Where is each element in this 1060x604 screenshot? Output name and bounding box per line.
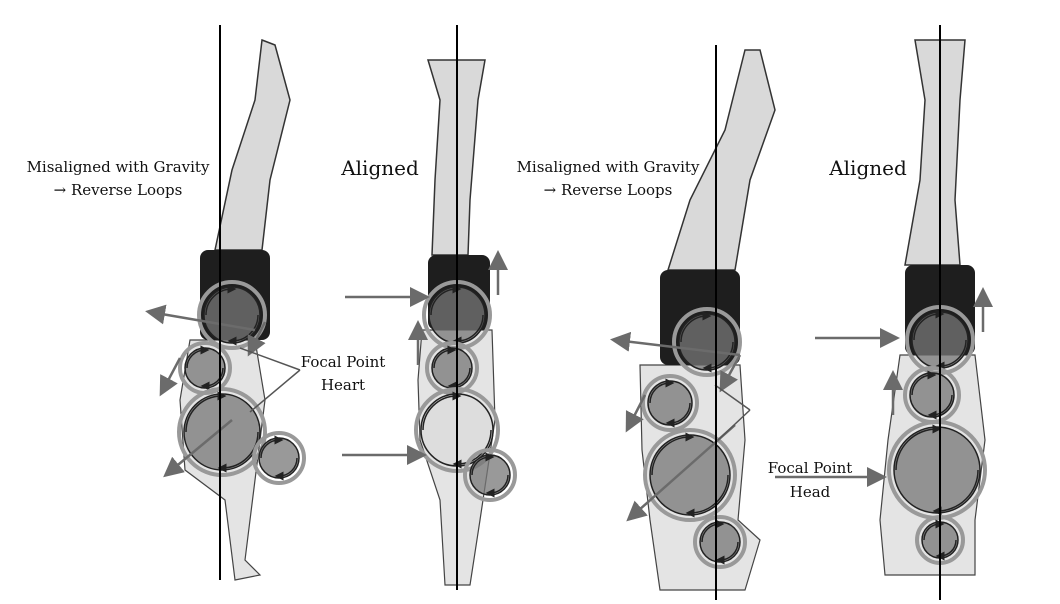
- focal-point-head-label: Focal Point: [768, 459, 853, 477]
- energy-circle: [678, 313, 736, 371]
- force-arrow-icon: [625, 394, 647, 433]
- loop-arrow-icon: [447, 367, 471, 391]
- energy-circle: [431, 347, 473, 389]
- loop-arrow-icon: [702, 341, 734, 373]
- energy-circle: [649, 434, 731, 516]
- legs-3: [666, 49, 776, 271]
- loop-arrow-icon: [205, 284, 237, 316]
- focal-pointer-line: [239, 347, 301, 371]
- loop-arrow-icon: [260, 435, 284, 459]
- loop-arrow-icon: [274, 457, 298, 481]
- loop-arrow-icon: [452, 429, 492, 469]
- energy-circle: [647, 380, 693, 426]
- energy-circle: [699, 521, 741, 563]
- focal-pointer-line: [249, 369, 301, 413]
- force-arrow-icon: [626, 424, 736, 522]
- force-arrow-icon: [145, 304, 256, 332]
- focal-pointer-line: [714, 384, 751, 411]
- force-arrow-icon: [163, 419, 233, 478]
- energy-circle-ring: [641, 374, 699, 432]
- caption-misaligned-1: Misaligned with Gravity: [27, 158, 210, 176]
- loop-arrow-icon: [913, 309, 945, 341]
- energy-circle-ring: [252, 431, 306, 485]
- caption-reverse-loops-1: → Reverse Loops: [54, 181, 183, 199]
- force-arrow-icon: [247, 321, 267, 357]
- caption-misaligned-2: Misaligned with Gravity: [517, 158, 700, 176]
- loop-arrow-icon: [932, 469, 979, 516]
- focal-point-head-sub: Head: [790, 483, 831, 501]
- energy-circle-ring: [177, 387, 267, 477]
- loop-arrow-icon: [185, 391, 227, 433]
- force-arrow-icon: [610, 331, 741, 357]
- energy-circle: [258, 437, 300, 479]
- loop-arrow-icon: [217, 431, 259, 473]
- legs-4: [904, 39, 966, 266]
- loop-arrow-icon: [895, 424, 942, 471]
- loop-arrow-icon: [701, 519, 725, 543]
- focal-pointer-line: [717, 409, 751, 441]
- loop-arrow-icon: [227, 314, 259, 346]
- loop-arrow-icon: [471, 452, 495, 476]
- loop-arrow-icon: [651, 432, 695, 476]
- loop-arrow-icon: [422, 391, 462, 431]
- loop-arrow-icon: [430, 284, 462, 316]
- energy-circle-ring: [672, 307, 742, 377]
- energy-circle: [469, 454, 511, 496]
- caption-reverse-loops-2: → Reverse Loops: [544, 181, 673, 199]
- energy-circle-ring: [643, 428, 737, 522]
- loop-arrow-icon: [715, 541, 739, 565]
- loop-arrow-icon: [927, 394, 953, 420]
- loop-arrow-icon: [186, 345, 210, 369]
- legs-1: [214, 38, 291, 251]
- focal-point-heart-sub: Heart: [321, 376, 365, 394]
- energy-circle: [909, 372, 955, 418]
- loop-arrow-icon: [935, 539, 957, 561]
- energy-circle-ring: [197, 280, 267, 350]
- loop-arrow-icon: [911, 370, 937, 396]
- loop-arrow-icon: [923, 519, 945, 541]
- energy-circle: [203, 286, 261, 344]
- loop-arrow-icon: [935, 339, 967, 371]
- energy-circle-ring: [425, 341, 479, 395]
- energy-circle-ring: [693, 515, 747, 569]
- energy-circle-ring: [463, 448, 517, 502]
- energy-circle: [893, 426, 981, 514]
- loop-arrow-icon: [200, 367, 224, 391]
- loop-arrow-icon: [485, 474, 509, 498]
- caption-aligned-2: Aligned: [828, 156, 907, 180]
- caption-aligned-1: Aligned: [340, 156, 419, 180]
- force-arrow-icon: [719, 354, 742, 393]
- loop-arrow-icon: [452, 314, 484, 346]
- loop-arrow-icon: [680, 311, 712, 343]
- force-arrow-icon: [159, 357, 182, 397]
- loop-arrow-icon: [665, 402, 691, 428]
- loop-arrow-icon: [649, 378, 675, 404]
- loop-arrow-icon: [433, 345, 457, 369]
- energy-circle: [183, 393, 261, 471]
- focal-point-heart-label: Focal Point: [301, 353, 386, 371]
